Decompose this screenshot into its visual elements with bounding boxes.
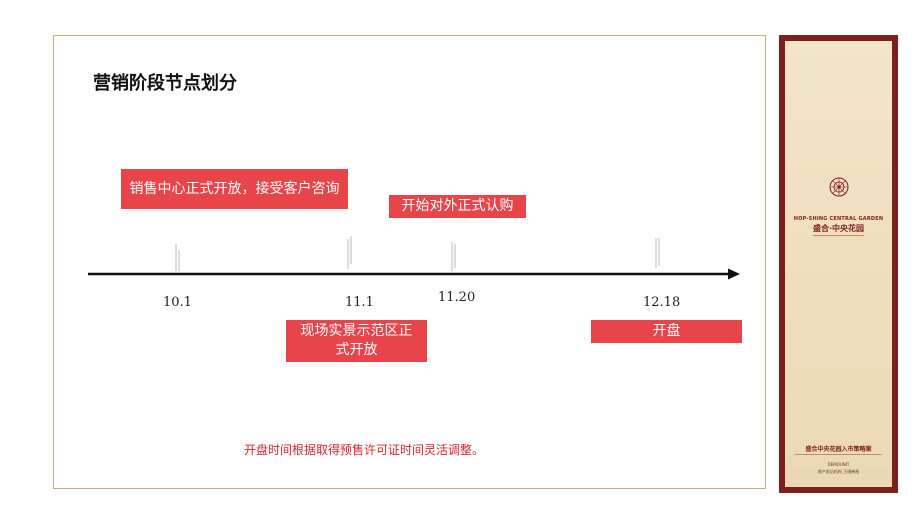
divider — [795, 454, 882, 455]
document-title: 盛合中央花园入市策略案 — [805, 446, 872, 453]
timeline-arrow-icon — [728, 268, 740, 280]
timeline-ticks — [175, 236, 660, 271]
event-opening: 开盘 — [591, 320, 742, 343]
event-showcase-open: 现场实景示范区正式开放 — [286, 320, 427, 362]
date-label: 10.1 — [163, 295, 192, 310]
unit-label: DEMOUNIT — [827, 462, 850, 467]
sidebar-panel: HOP-SHING CENTRAL GARDEN 盛合·中央花园 盛合中央花园入… — [785, 41, 892, 487]
brand-tagline — [813, 235, 864, 237]
sidebar: HOP-SHING CENTRAL GARDEN 盛合·中央花园 盛合中央花园入… — [779, 35, 898, 493]
page-title: 营销阶段节点划分 — [93, 73, 237, 94]
footnote: 开盘时间根据取得预售许可证时间灵活调整。 — [244, 443, 485, 457]
unit-name: 地产前沿机构 王缙映画 — [817, 469, 860, 474]
event-sales-center-open: 销售中心正式开放，接受客户咨询 — [121, 169, 348, 209]
content-frame — [53, 35, 766, 489]
date-label: 11.1 — [345, 295, 374, 310]
event-subscription-start: 开始对外正式认购 — [389, 195, 526, 218]
brand-name-en: HOP-SHING CENTRAL GARDEN — [793, 216, 884, 222]
date-label: 12.18 — [643, 295, 681, 310]
brand-name-cn: 盛合·中央花园 — [812, 224, 865, 233]
brand-logo-icon — [829, 177, 849, 197]
date-label: 11.20 — [438, 290, 476, 305]
